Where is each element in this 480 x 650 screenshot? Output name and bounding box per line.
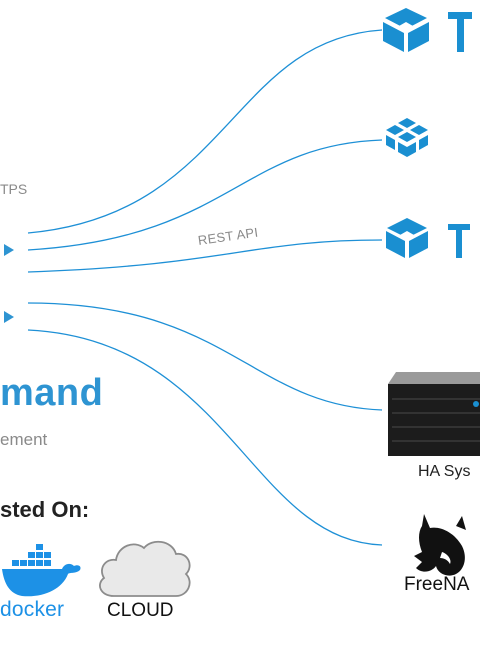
- freenas-shark-icon: [414, 514, 466, 576]
- truenas-logo-icon: [386, 218, 470, 258]
- https-label: TPS: [0, 181, 28, 197]
- connection-lines: [27, 29, 383, 546]
- connection-line-5: [27, 329, 383, 546]
- truenas-logo-icon: [383, 8, 472, 52]
- cloud-label: CLOUD: [107, 600, 174, 621]
- docker-whale-icon: [2, 544, 81, 597]
- brand-subtitle: ement: [0, 430, 48, 449]
- brand-title: mand: [0, 372, 104, 414]
- truenas-scale-icon: [386, 118, 428, 157]
- arrow-right-icon: [4, 244, 14, 256]
- ha-server-icon: [388, 372, 480, 456]
- cloud-icon: [99, 540, 191, 597]
- ha-systems-label: HA Sys: [418, 463, 471, 480]
- connection-line-3: [27, 239, 383, 273]
- freenas-label: FreeNA: [404, 574, 470, 595]
- connection-line-1: [27, 29, 383, 234]
- connection-line-2: [27, 139, 383, 251]
- hosted-on-heading: sted On:: [0, 497, 90, 522]
- connection-line-4: [27, 302, 383, 411]
- docker-label: docker: [0, 598, 65, 621]
- arrow-right-icon: [4, 311, 14, 323]
